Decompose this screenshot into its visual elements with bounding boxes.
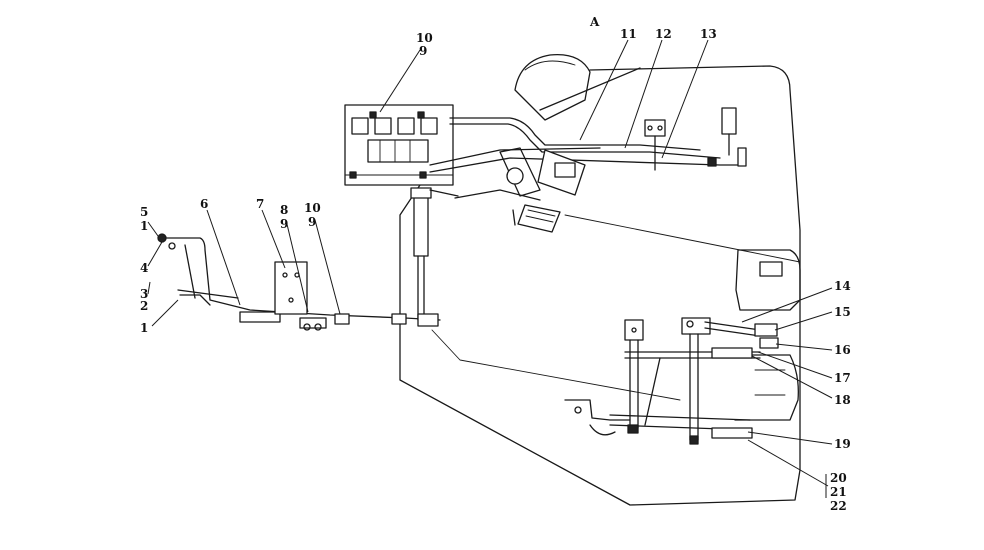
- callout-11: 11: [620, 27, 637, 41]
- callout-21: 21: [830, 485, 847, 499]
- callout-2: 2: [140, 299, 148, 313]
- left-rod-assembly: [157, 233, 441, 331]
- callout-12: 12: [655, 27, 672, 41]
- callout-1: 1: [140, 321, 148, 335]
- pedal-assembly: [454, 147, 586, 233]
- callout-3: 3: [140, 287, 148, 301]
- callout-8: 8: [280, 203, 288, 217]
- callout-9-mid: 9: [308, 215, 316, 229]
- callout-15: 15: [834, 305, 851, 319]
- callout-1-upper: 1: [140, 219, 148, 233]
- callout-9-left: 9: [280, 217, 288, 231]
- callout-14: 14: [834, 279, 851, 293]
- vertical-actuator: [410, 187, 459, 321]
- callout-4: 4: [140, 261, 148, 275]
- callout-17: 17: [834, 371, 851, 385]
- callout-10-top: 10: [416, 31, 433, 45]
- callout-19: 19: [834, 437, 851, 451]
- upper-pipes: [429, 107, 747, 173]
- leader-lines: [147, 39, 833, 498]
- callout-16: 16: [834, 343, 851, 357]
- view-label: A: [589, 15, 600, 29]
- callout-13: 13: [700, 27, 717, 41]
- linkage-lines: [431, 214, 801, 401]
- callout-7: 7: [256, 197, 264, 211]
- callout-9-top: 9: [419, 44, 427, 58]
- callout-18: 18: [834, 393, 851, 407]
- callout-22: 22: [830, 499, 847, 513]
- machine-body-outline: [399, 53, 801, 506]
- control-valve-block: [344, 104, 454, 186]
- callout-6: 6: [200, 197, 208, 211]
- callout-10-mid: 10: [304, 201, 321, 215]
- lower-right-mechanism: [564, 249, 801, 445]
- callout-20: 20: [830, 471, 847, 485]
- callout-5: 5: [140, 205, 148, 219]
